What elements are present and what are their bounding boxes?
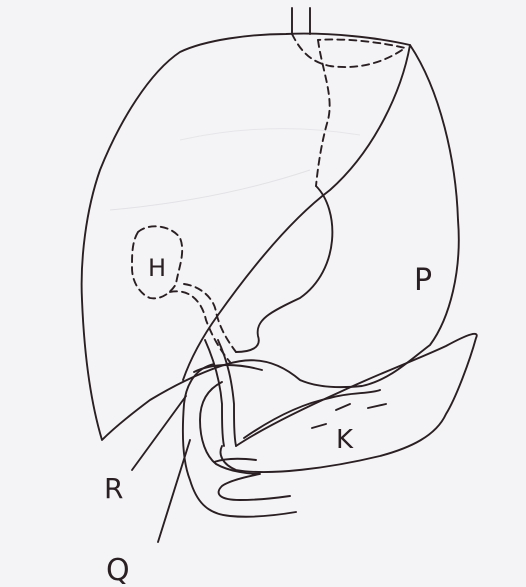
k-inner-edge (244, 390, 380, 438)
label-h: H (148, 254, 166, 282)
label-r: R (104, 472, 123, 505)
top-dashed-loop (292, 34, 405, 67)
paper-grain (180, 129, 360, 140)
label-p: P (414, 263, 432, 298)
k-tick-2 (368, 404, 386, 408)
paper-grain (110, 170, 310, 210)
k-tick-1 (336, 404, 350, 410)
k-tick-3 (312, 424, 326, 428)
h-duct-2 (184, 284, 236, 352)
label-k: K (336, 425, 354, 455)
lower-loop-inner-2 (214, 459, 256, 462)
q-pointer (158, 440, 190, 542)
organ-outline (82, 34, 459, 440)
label-q: Q (106, 553, 130, 587)
lower-loop-outer (183, 364, 296, 517)
inner-lobe-edge (236, 186, 332, 352)
inner-divide (183, 45, 410, 380)
